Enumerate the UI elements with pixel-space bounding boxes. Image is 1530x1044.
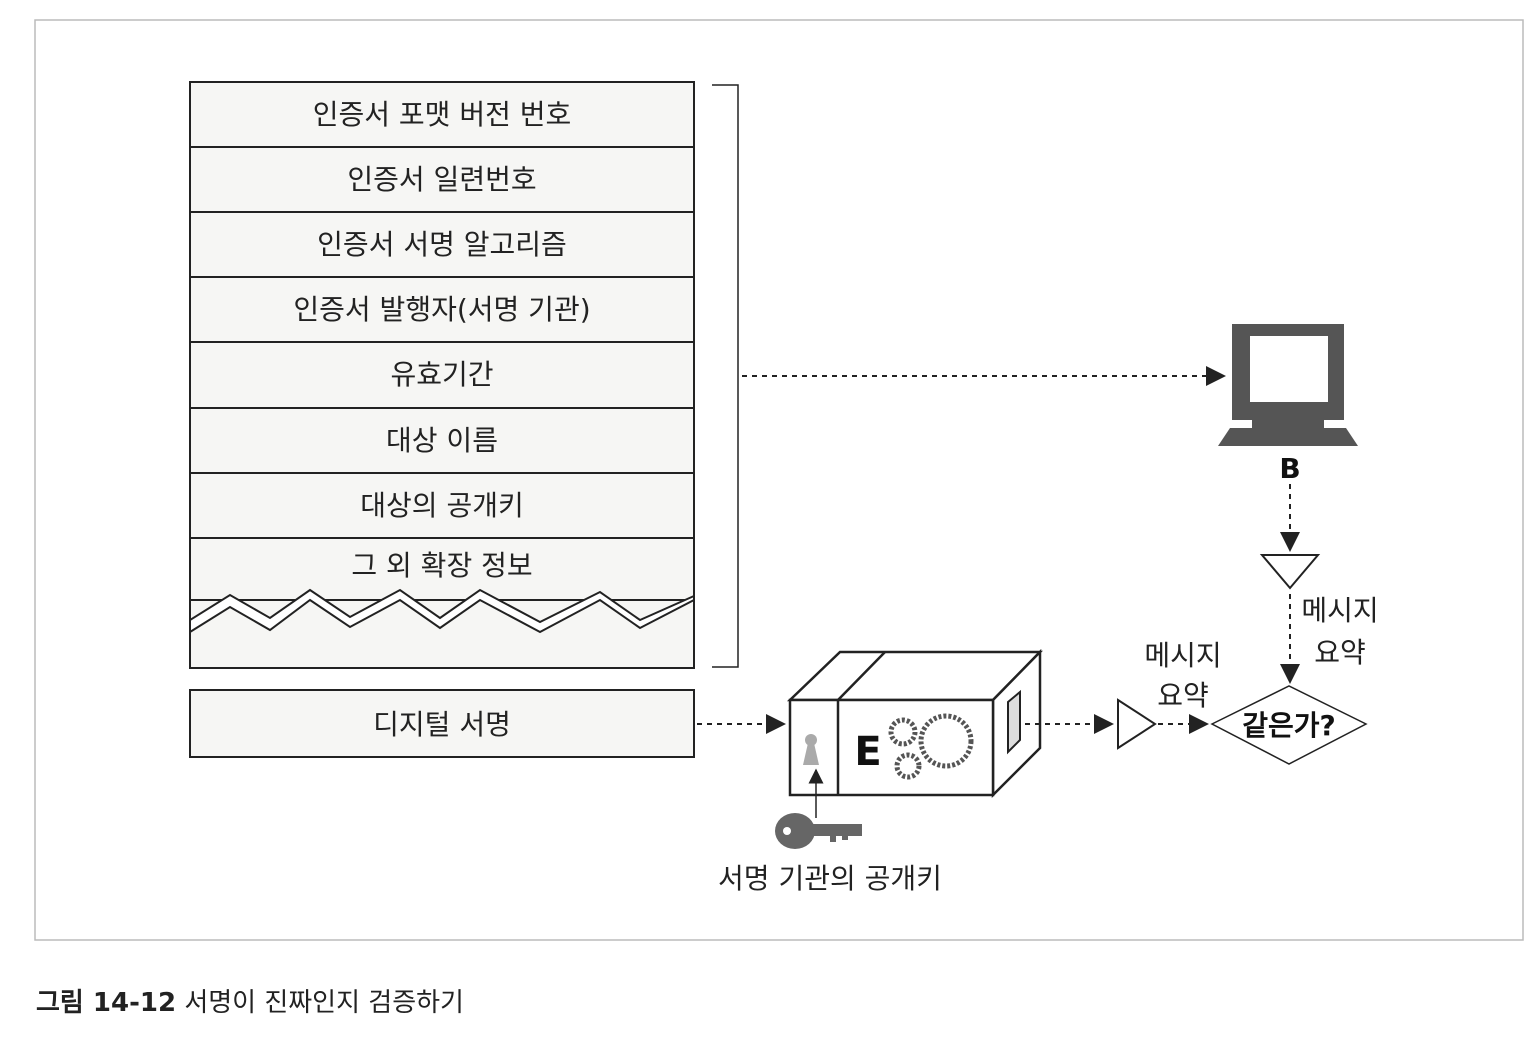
certificate-field-box (189, 276, 695, 343)
stack-remainder (189, 599, 695, 669)
compare-diamond (1210, 685, 1368, 765)
certificate-field-box (189, 146, 695, 213)
machine-letter: E (854, 729, 881, 775)
certificate-field-label: 대상의 공개키 (360, 489, 523, 522)
certificate-field-box (189, 407, 695, 474)
public-key-label: 서명 기관의 공개키 (718, 862, 942, 895)
certificate-field-label: 인증서 일련번호 (347, 163, 536, 196)
certificate-field-label: 유효기간 (390, 358, 493, 391)
digital-signature-label: 디지털 서명 (373, 708, 511, 741)
caption-text: 서명이 진짜인지 검증하기 (184, 988, 464, 1018)
hash-function-left-icon (1117, 698, 1157, 750)
compare-label: 같은가? (1242, 709, 1336, 742)
digest-top-line2: 요약 (1314, 636, 1366, 669)
certificate-field-label: 그 외 확장 정보 (351, 549, 532, 582)
certificate-field-box (189, 211, 695, 278)
certificate-field-box (189, 472, 695, 539)
certificate-field-box (189, 537, 695, 601)
certificate-field-label: 대상 이름 (386, 424, 498, 457)
bracket (712, 84, 739, 668)
certificate-field-label: 인증서 발행자(서명 기관) (293, 293, 590, 326)
certificate-field-label: 인증서 포맷 버전 번호 (313, 98, 572, 131)
figure-caption: 그림 14-12 서명이 진짜인지 검증하기 (36, 982, 464, 1019)
computer-icon (1218, 324, 1358, 446)
hash-function-top-icon (1259, 554, 1321, 590)
digest-left-line1: 메시지 (1144, 639, 1221, 672)
zigzag-tear (189, 588, 695, 634)
key-icon (775, 813, 862, 849)
digital-signature-box (189, 689, 695, 758)
caption-number: 그림 14-12 (36, 988, 177, 1018)
decryption-machine-icon: E (786, 648, 1043, 799)
certificate-field-label: 인증서 서명 알고리즘 (317, 228, 567, 261)
digest-left-line2: 요약 (1157, 679, 1209, 712)
digest-top-line1: 메시지 (1301, 594, 1378, 627)
computer-label: B (1279, 452, 1300, 485)
keyhole-icon (803, 734, 819, 765)
gears-icon (888, 713, 974, 780)
figure-frame (34, 19, 1524, 941)
